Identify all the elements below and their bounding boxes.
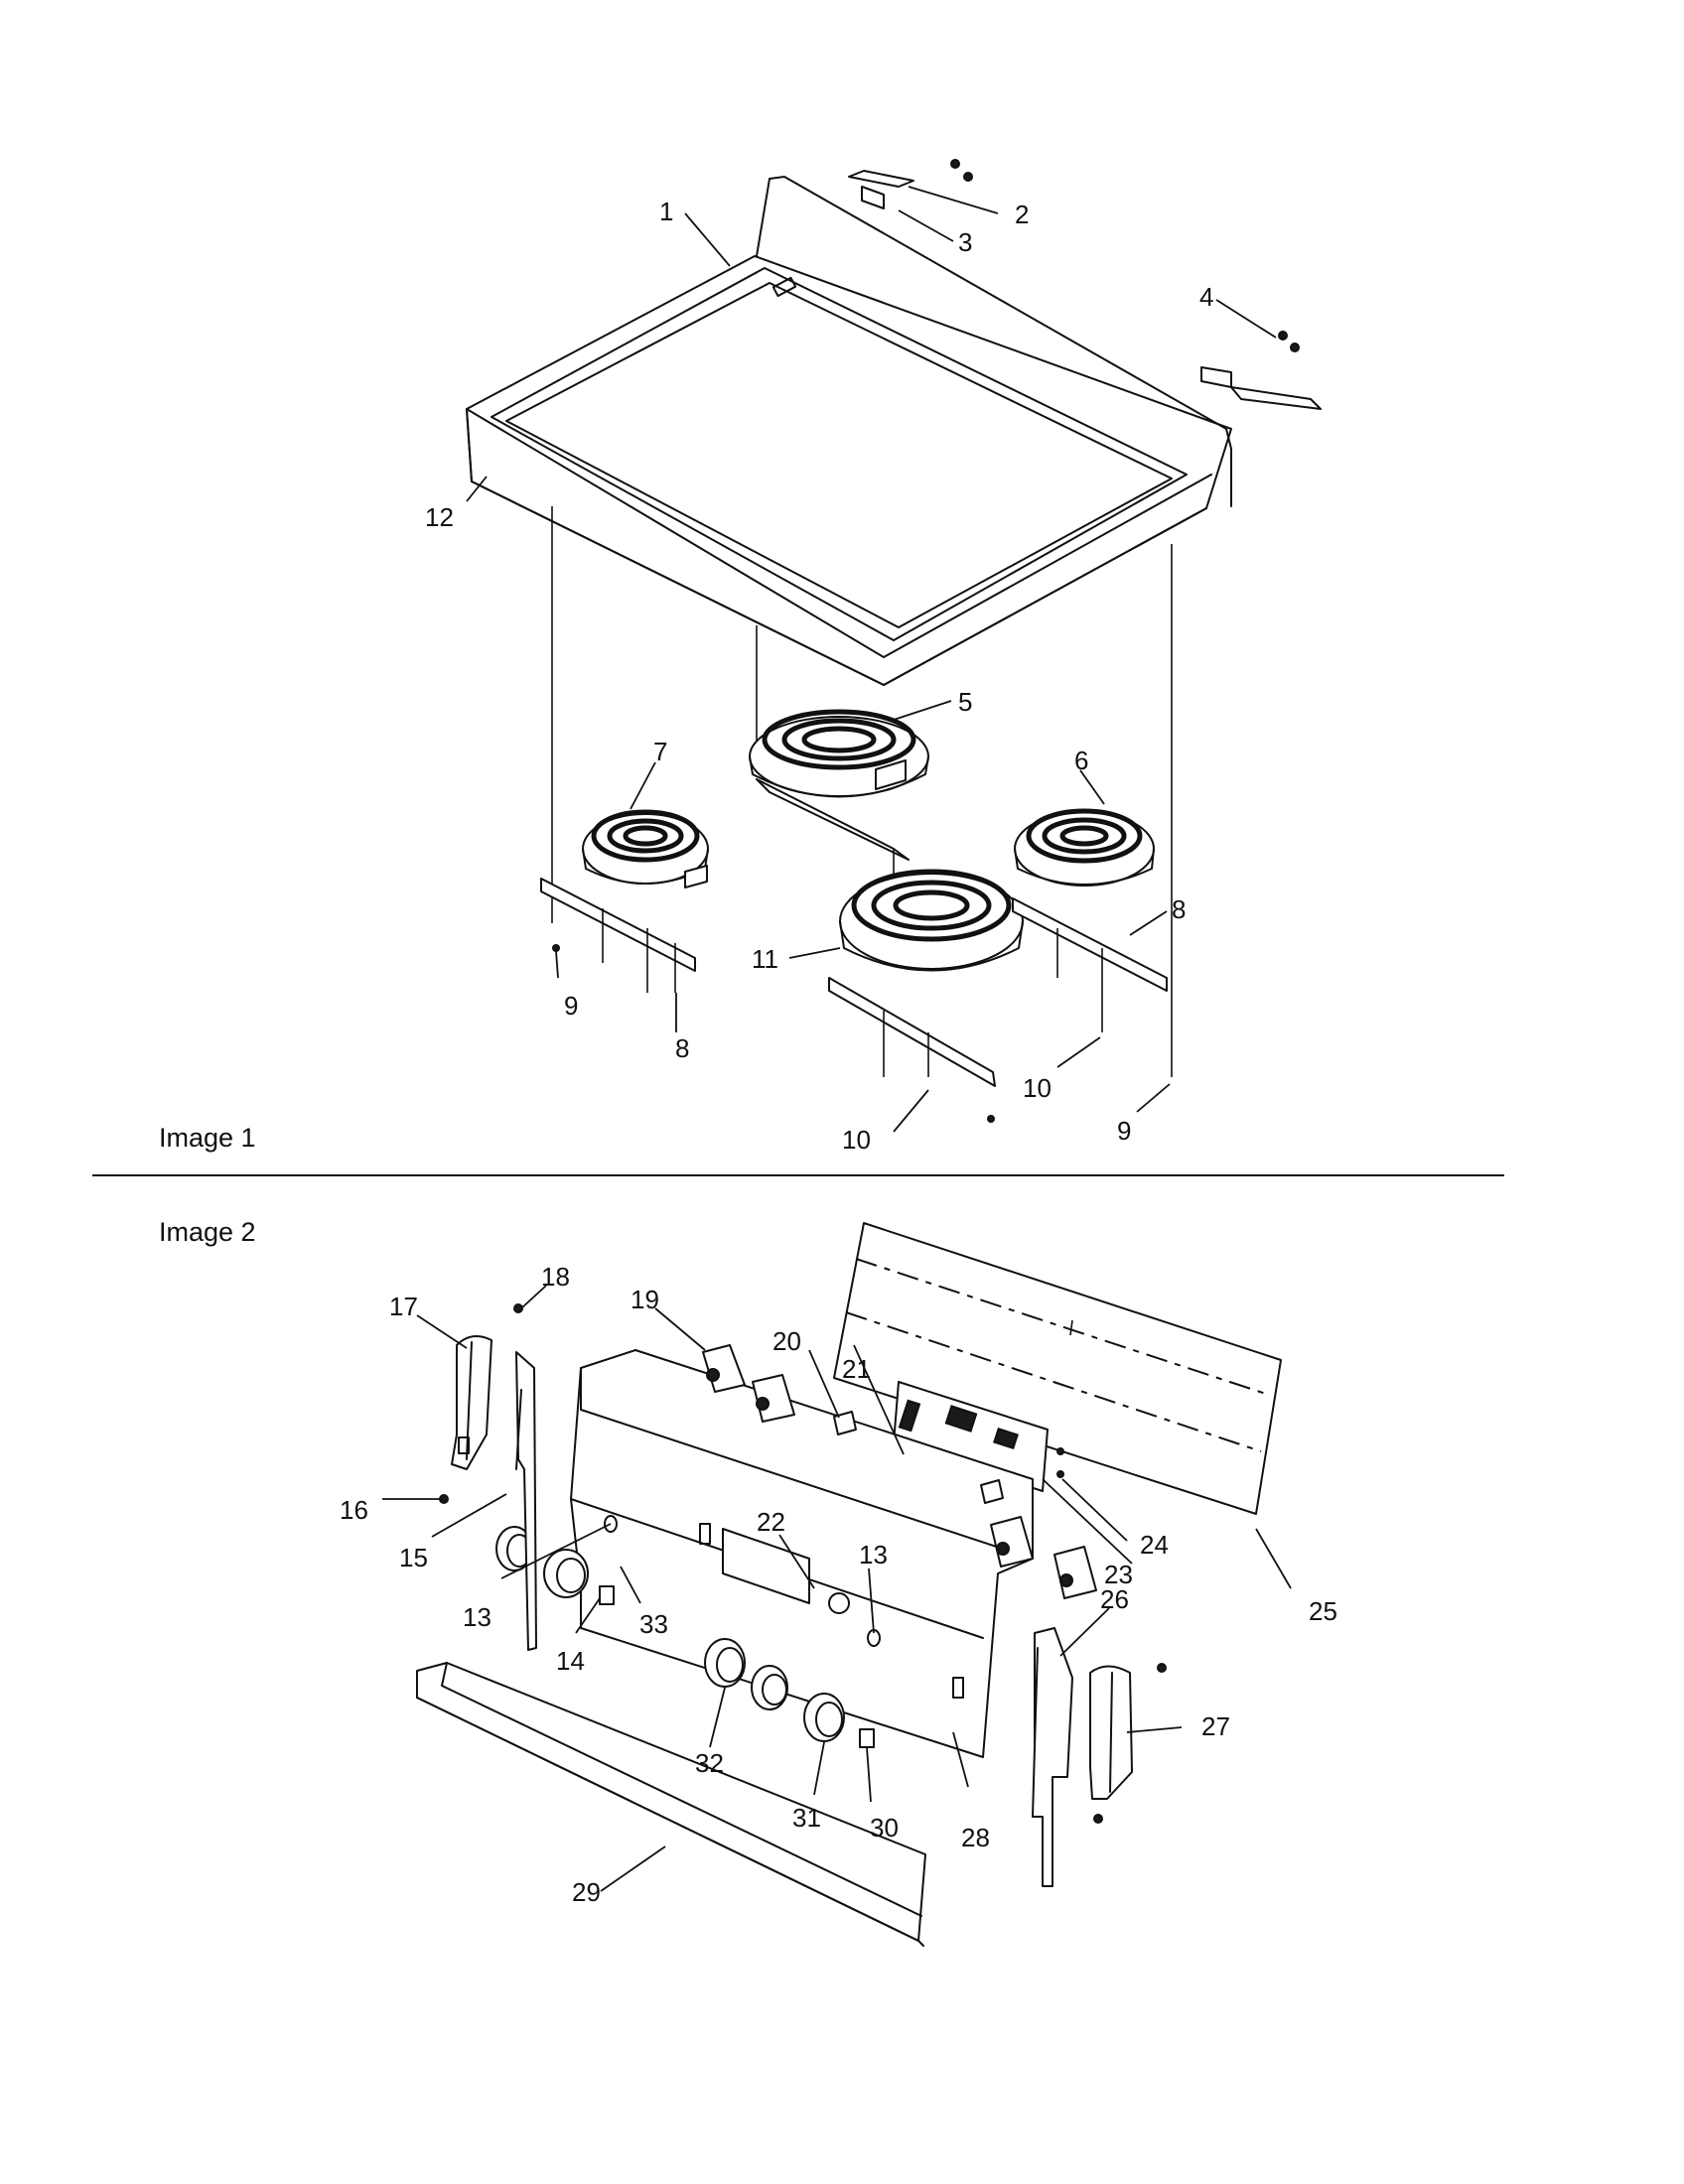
element-bracket-right (1012, 897, 1168, 1032)
callout-16: 16 (340, 1495, 368, 1525)
control-knobs (495, 1515, 881, 1742)
callout-31: 31 (792, 1803, 821, 1833)
callout-10-center: 10 (842, 1125, 871, 1155)
callout-24: 24 (1140, 1530, 1169, 1560)
knob-left-2 (543, 1549, 589, 1598)
callout-15: 15 (399, 1543, 428, 1572)
indicator-light-right (859, 1728, 875, 1748)
callout-26: 26 (1100, 1584, 1129, 1614)
main-control-panel (570, 1349, 1034, 1758)
callout-4: 4 (1199, 282, 1213, 312)
section-label-image-1: Image 1 (159, 1123, 256, 1153)
screw-18 (513, 1303, 523, 1313)
callout-2: 2 (1015, 200, 1029, 229)
electronic-control-board (893, 1381, 1049, 1492)
left-end-cap (451, 1335, 492, 1470)
callout-3: 3 (958, 227, 972, 257)
left-side-trim (515, 1351, 537, 1651)
callout-6: 6 (1074, 746, 1088, 775)
image-1-leaders (466, 186, 1277, 1133)
indicator-light-left (599, 1585, 615, 1605)
callout-10-right: 10 (1023, 1073, 1052, 1103)
callout-11: 11 (752, 944, 778, 974)
callout-23: 23 (1104, 1560, 1133, 1589)
right-end-cap (1089, 1663, 1167, 1824)
surface-element-11 (839, 869, 1024, 972)
surface-element-7 (582, 809, 709, 888)
element-bracket-center (828, 977, 996, 1123)
image-2-control-panel-assembly (382, 1222, 1292, 1947)
callout-22: 22 (757, 1507, 785, 1537)
knob-center-3 (803, 1693, 845, 1742)
callout-27: 27 (1201, 1711, 1230, 1741)
callout-21: 21 (842, 1354, 871, 1384)
screw-24a (1056, 1447, 1064, 1455)
image-1-cooktop-assembly (466, 159, 1322, 1133)
knob-center-1 (704, 1638, 746, 1688)
callout-5: 5 (958, 687, 972, 717)
callout-32: 32 (695, 1748, 724, 1778)
cooktop-main-top (466, 176, 1232, 686)
callout-20: 20 (772, 1326, 801, 1356)
surface-element-6 (1014, 808, 1155, 887)
hinge-bracket-right (1200, 331, 1322, 410)
callout-18: 18 (541, 1262, 570, 1292)
element-bracket-left (540, 878, 696, 993)
callout-33: 33 (639, 1609, 668, 1639)
rear-panel (833, 1222, 1282, 1515)
infinite-switches (702, 1344, 1097, 1599)
callout-13-center: 13 (859, 1540, 888, 1570)
callout-9-right: 9 (1117, 1116, 1131, 1146)
image-2-leaders (382, 1285, 1292, 1892)
right-side-trim (1032, 1627, 1073, 1887)
front-trim-strip (416, 1662, 926, 1947)
callout-7: 7 (653, 737, 667, 766)
surface-element-5 (749, 709, 929, 874)
callout-8-right: 8 (1172, 894, 1186, 924)
callout-9-left: 9 (564, 991, 578, 1021)
section-label-image-2: Image 2 (159, 1217, 256, 1247)
hinge-bracket-left (848, 159, 973, 209)
callout-1: 1 (659, 197, 673, 226)
callout-17: 17 (389, 1292, 418, 1321)
callout-29: 29 (572, 1877, 601, 1907)
callout-25: 25 (1309, 1596, 1337, 1626)
screw-24b (1056, 1470, 1064, 1478)
callout-28: 28 (961, 1823, 990, 1852)
callout-14: 14 (556, 1646, 585, 1676)
callout-13-left: 13 (463, 1602, 491, 1632)
relay-switch (833, 1411, 1004, 1504)
callout-8-left: 8 (675, 1033, 689, 1063)
callout-19: 19 (631, 1285, 659, 1314)
callout-30: 30 (870, 1813, 899, 1843)
knob-center-2 (751, 1665, 788, 1710)
callout-12: 12 (425, 502, 454, 532)
